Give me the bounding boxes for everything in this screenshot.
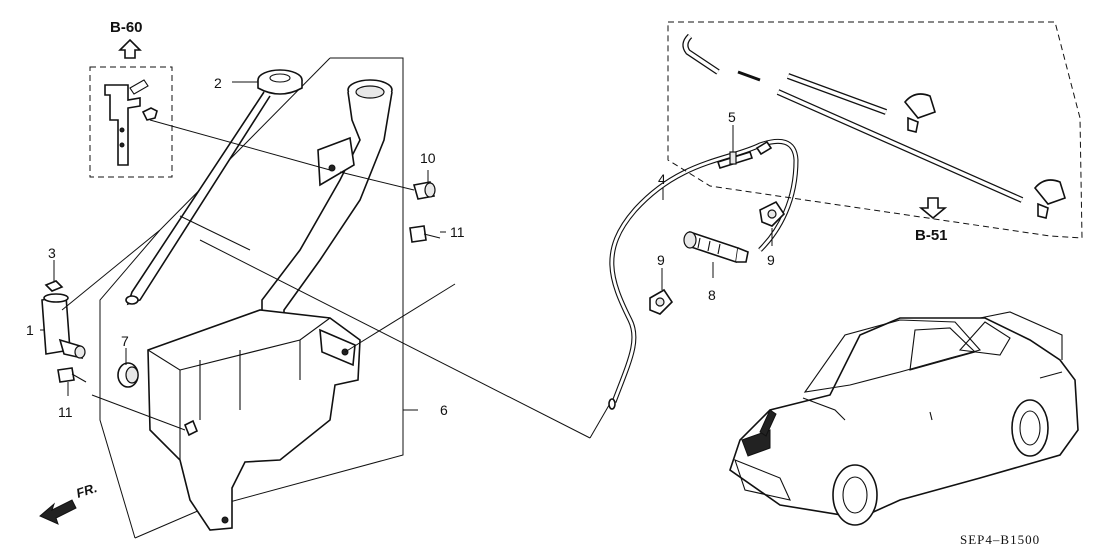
tube-joint-5 [716,151,754,169]
callout-11-upper: 11 [450,224,465,240]
callout-11-lower: 11 [58,404,73,420]
vehicle-location-illustration [729,311,1079,526]
ref-b60-group: B-60 [89,19,173,178]
ref-b51-label: B-51 [915,227,948,244]
callout-10: 10 [420,150,436,166]
pump-grommet [117,362,139,388]
clip-9b [759,200,786,227]
bracket-bolt [141,107,158,121]
callout-labels: 2 10 11 3 1 7 11 6 4 5 9 9 8 [26,75,775,420]
callout-3: 3 [48,245,56,261]
level-gauge [126,91,271,306]
clip-9a [649,288,674,315]
callout-4: 4 [658,171,666,187]
left-leader-lines [40,81,456,431]
clip-10 [412,181,436,200]
ref-b51-group: B-51 [667,21,1083,244]
callout-1: 1 [26,322,34,338]
bolt-11-lower [57,367,87,383]
callout-8: 8 [708,287,716,303]
ref-b60-label: B-60 [110,19,143,36]
right-leader-lines [661,125,773,290]
tank-location-marker [741,429,771,457]
washer-hose-main [199,239,613,439]
callout-5: 5 [728,109,736,125]
washer-pump [41,280,86,360]
ref-up-arrow-icon [118,38,142,59]
tank-cap [125,69,303,306]
check-valve-8 [683,230,749,264]
callout-6: 6 [440,402,448,418]
bracket-detail-box [89,66,173,178]
washer-nozzle-right [1033,179,1066,205]
washer-tube [608,138,799,410]
ref-down-arrow-icon [918,197,948,220]
neck-bracket [317,136,355,187]
diagram-code: SEP4–B1500 [960,532,1040,547]
front-label: FR. [74,480,99,501]
pump-connector [44,280,64,292]
front-direction-indicator: FR. [39,480,99,525]
washer-nozzle-left [903,93,936,119]
washer-tank [147,309,361,531]
callout-9a: 9 [657,252,665,268]
callout-7: 7 [121,333,129,349]
bolt-11-upper [409,225,441,243]
front-arrow-icon [39,499,77,525]
mounting-bracket [104,84,141,166]
callout-2: 2 [214,75,222,91]
callout-9b: 9 [767,252,775,268]
